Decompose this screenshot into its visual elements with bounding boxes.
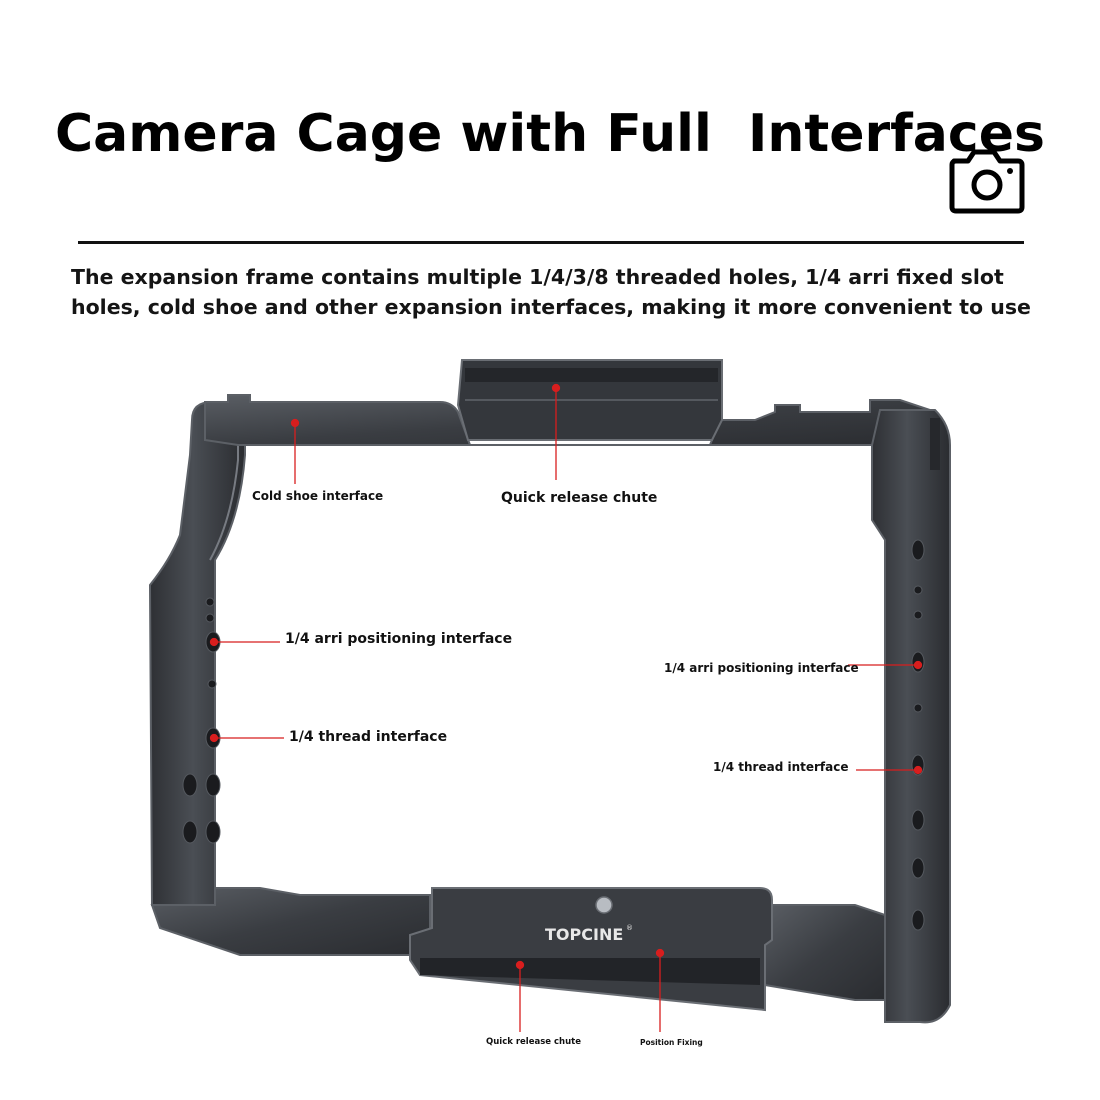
cage-bottom-bar xyxy=(150,887,431,956)
label-bottom-quick-release-chute: Quick release chute xyxy=(486,1037,581,1047)
label-left-thread: 1/4 thread interface xyxy=(289,729,448,745)
cage-right-rail xyxy=(871,409,951,1024)
description: The expansion frame contains multiple 1/… xyxy=(71,265,1031,319)
label-top-quick-release-chute: Quick release chute xyxy=(501,490,658,506)
callout-leaders xyxy=(209,383,923,1032)
page-title: Camera Cage with Full Interfaces xyxy=(55,104,1045,164)
label-cold-shoe: Cold shoe interface xyxy=(252,489,384,503)
label-position-fixing: Position Fixing xyxy=(640,1038,703,1047)
camera-icon xyxy=(949,149,1025,214)
cage-left-rail xyxy=(148,401,246,906)
label-left-arri: 1/4 arri positioning interface xyxy=(285,631,513,647)
brand-logo: TOPCINE xyxy=(545,925,623,944)
brand-registered-mark: ® xyxy=(626,924,633,932)
title-divider xyxy=(78,241,1024,244)
label-right-thread: 1/4 thread interface xyxy=(713,760,849,774)
label-right-arri: 1/4 arri positioning interface xyxy=(664,661,859,675)
cage-top-bar xyxy=(204,394,946,446)
bottom-quick-release-plate xyxy=(409,887,773,1012)
